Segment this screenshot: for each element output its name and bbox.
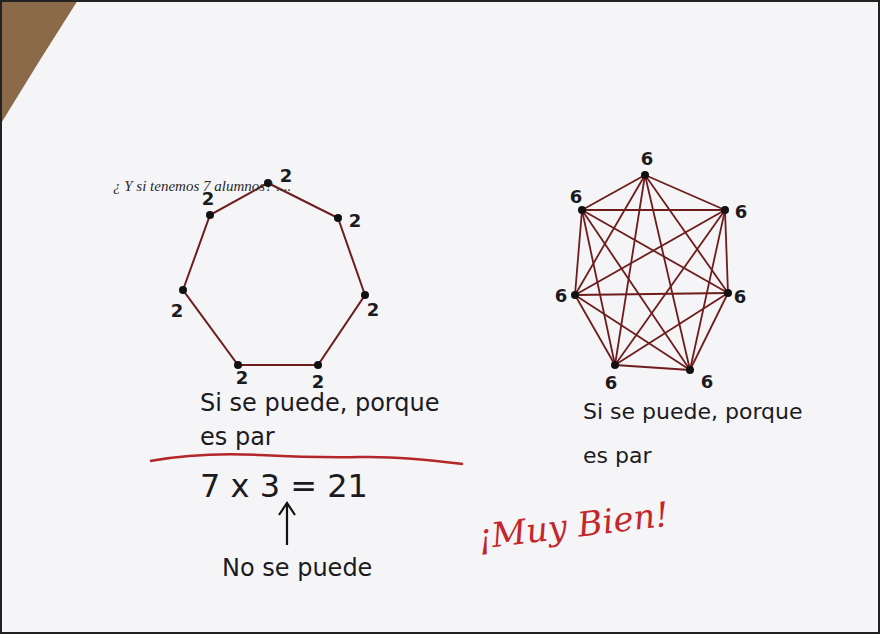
cycle-graph [183,183,365,365]
pointer-arrow [279,503,295,545]
degree-number: 6 [570,188,583,206]
degree-number: 2 [312,373,325,391]
degree-number: 2 [349,212,362,230]
handwritten-answer: Si se puede, porque es par [200,386,455,454]
handwritten-note: No se puede [222,552,372,584]
degree-number: 6 [701,373,714,391]
degree-number: 6 [555,287,568,305]
underline-stroke [150,454,463,464]
degree-number: 6 [735,203,748,221]
complete-vertices [571,171,732,374]
degree-number: 2 [280,167,293,185]
degree-number: 2 [171,302,184,320]
degree-number: 6 [605,374,618,392]
cycle-vertices [179,179,369,369]
degree-number: 2 [202,190,215,208]
degree-number: 6 [734,288,747,306]
degree-number: 2 [236,369,249,387]
complete-graph [575,175,728,370]
table-corner [0,0,78,125]
cycle-edges [183,183,365,365]
degree-number: 6 [641,150,654,168]
degree-number: 2 [367,301,380,319]
handwritten-answer: Si se puede, porque es par [583,390,817,478]
handwritten-calculation: 7 x 3 = 21 [200,466,368,506]
